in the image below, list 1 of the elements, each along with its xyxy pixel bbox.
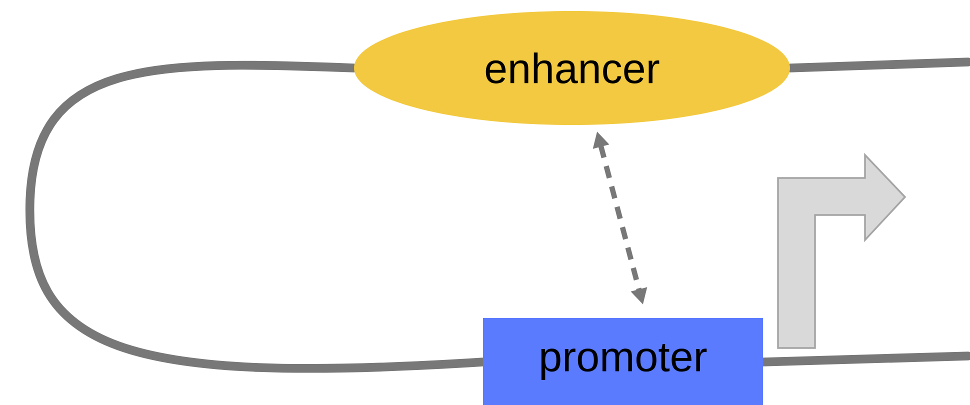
promoter-box: promoter xyxy=(483,318,763,405)
